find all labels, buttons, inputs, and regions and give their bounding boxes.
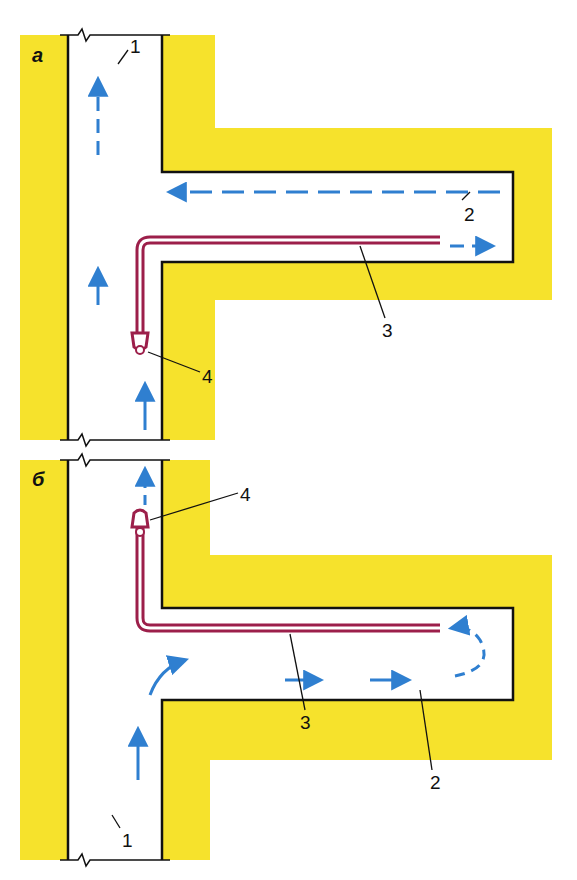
callout-number: 1	[128, 36, 143, 57]
callout-number: 2	[428, 772, 443, 793]
callout-number: 1	[120, 830, 135, 851]
callout-number: 2	[462, 204, 477, 225]
callout-number: 3	[298, 712, 313, 733]
airflow-arrows	[138, 470, 484, 780]
callout-number: 3	[380, 320, 395, 341]
airflow-arrows	[98, 80, 500, 430]
panel-letter: а	[30, 44, 45, 66]
shaft-walls	[68, 35, 513, 440]
rock-mass	[20, 35, 552, 440]
rock-mass	[20, 460, 552, 860]
duct-pipe	[140, 525, 440, 628]
duct-pipe	[140, 240, 440, 335]
shaft-walls	[68, 460, 513, 860]
panel-letter: б	[30, 468, 46, 490]
callout-number: 4	[238, 484, 253, 505]
fan	[132, 510, 148, 527]
callout-number: 4	[200, 366, 215, 387]
leader-lines	[112, 50, 470, 828]
